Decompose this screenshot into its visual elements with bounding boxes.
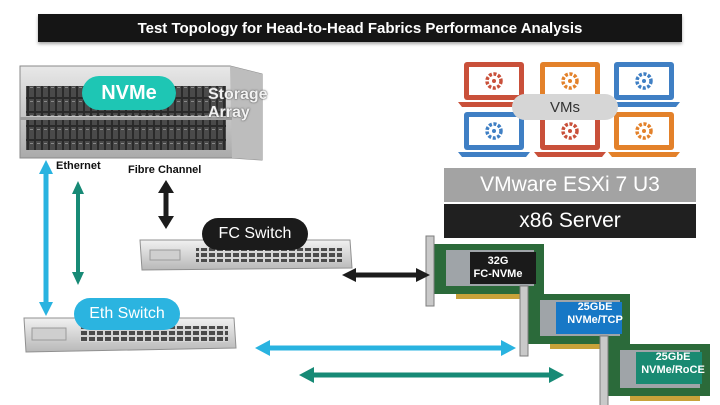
eth-switch-image (23, 317, 237, 353)
server-label: x86 Server (444, 204, 696, 238)
links (39, 160, 564, 383)
vm-laptop-icon (458, 112, 530, 157)
storage-array-label: Storage Array (208, 86, 272, 122)
adapter-fc-line2: FC-NVMe (473, 268, 523, 280)
hypervisor-label: VMware ESXi 7 U3 (444, 168, 696, 202)
eth-switch-label: Eth Switch (74, 298, 180, 330)
adapter-cards (425, 235, 710, 405)
vm-laptop-icon (608, 62, 680, 107)
adapter-tcp-line2: NVMe/TCP (567, 314, 623, 326)
fibre-channel-port-label: Fibre Channel (128, 164, 202, 176)
adapter-tcp-line1: 25GbE (577, 301, 613, 313)
network-adapter-card (599, 335, 710, 405)
diagram-title: Test Topology for Head-to-Head Fabrics P… (38, 14, 682, 42)
vm-laptop-icon (534, 112, 606, 157)
storage-label-line2: Array (208, 104, 250, 121)
vm-laptop-icon (608, 112, 680, 157)
adapter-fc-line1: 32G (487, 255, 509, 267)
adapter-label-fc: 32G FC-NVMe (470, 254, 526, 282)
adapter-label-tcp: 25GbE NVMe/TCP (566, 300, 624, 328)
nvme-label: NVMe (82, 76, 176, 110)
adapter-label-roce: 25GbE NVMe/RoCE (641, 350, 705, 378)
vms-label: VMs (512, 94, 618, 120)
network-adapter-card (519, 285, 630, 357)
adapter-roce-line2: NVMe/RoCE (641, 364, 705, 376)
adapter-roce-line1: 25GbE (655, 351, 691, 363)
storage-label-line1: Storage (208, 86, 268, 103)
fc-switch-label: FC Switch (202, 218, 308, 250)
ethernet-port-label: Ethernet (56, 160, 101, 172)
